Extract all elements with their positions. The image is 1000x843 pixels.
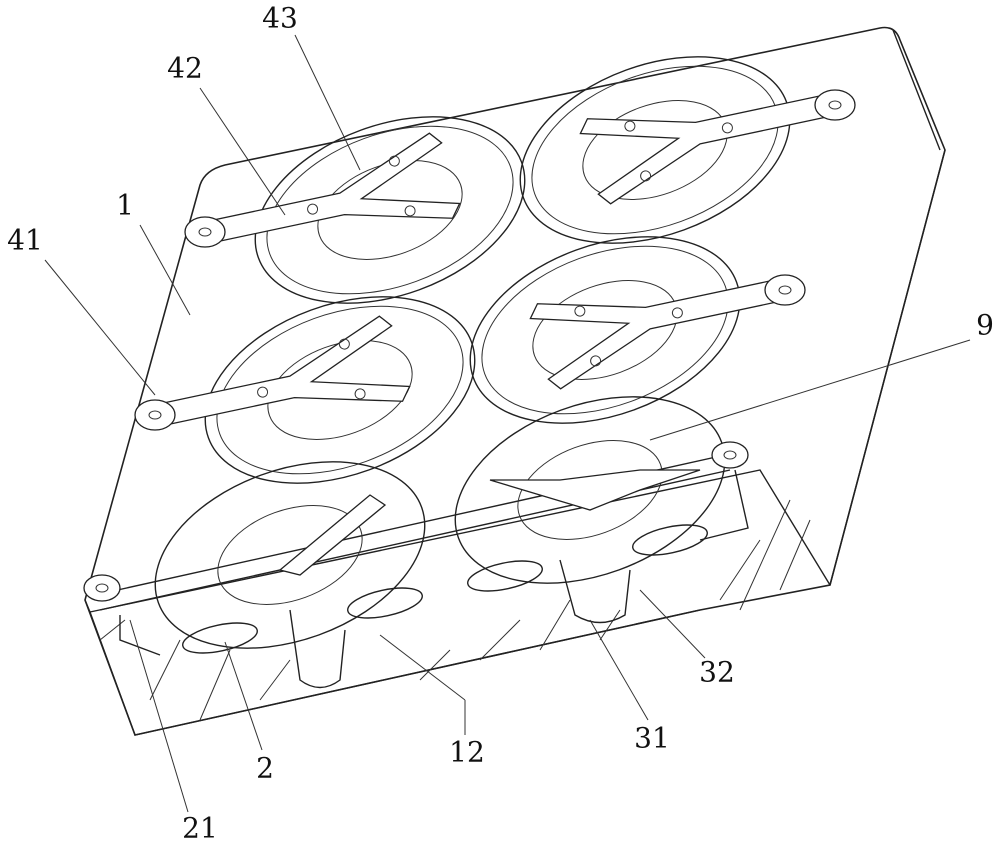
label-32: 32 xyxy=(699,656,735,689)
label-31: 31 xyxy=(634,722,670,755)
label-12: 12 xyxy=(449,736,485,769)
label-42: 42 xyxy=(167,52,203,85)
label-41: 41 xyxy=(7,224,43,257)
label-21: 21 xyxy=(182,812,218,843)
label-1: 1 xyxy=(116,189,134,222)
label-9: 9 xyxy=(976,309,994,342)
block-top-face xyxy=(85,28,945,736)
label-2: 2 xyxy=(256,752,274,785)
label-43: 43 xyxy=(262,2,298,35)
